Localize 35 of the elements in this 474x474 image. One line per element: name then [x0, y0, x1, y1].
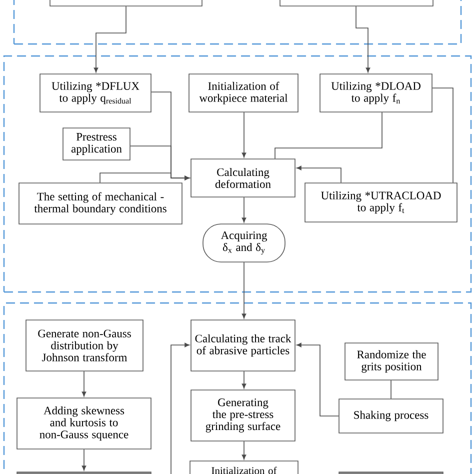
process-box: Initialization of workpiece material [188, 74, 298, 112]
arrow [242, 441, 246, 460]
process-box: Randomize the grits position [344, 342, 438, 380]
process-box [16, 472, 152, 474]
arrow [296, 342, 339, 416]
arrow [94, 6, 126, 72]
process-box: Utilizing *DLOAD to apply f$_{n}$ [320, 74, 432, 112]
arrow [82, 371, 86, 397]
arrow [356, 6, 370, 72]
process-box [338, 472, 444, 474]
process-box: Initialization of [190, 460, 298, 474]
dashed-group-frame [3, 302, 472, 474]
process-box: Shaking process [338, 398, 444, 434]
process-box: Generate non-Gauss distribution by Johnson transform [26, 320, 144, 372]
dashed-group-frame [13, 0, 462, 45]
process-box: Generating the pre-stress grinding surface [190, 390, 296, 442]
process-box: The setting of mechanical - thermal boundary conditions [18, 182, 182, 224]
arrow [242, 112, 246, 158]
arrow [170, 342, 190, 474]
process-box: Adding skewness and kurtosis to non-Gauss squence [16, 398, 152, 450]
process-box: Calculating deformation [190, 158, 296, 198]
arrow [296, 166, 342, 183]
process-box: Utilizing *DFLUX to apply q$_{residual}$ [40, 74, 152, 112]
dashed-group-frame [3, 55, 472, 293]
arrow [242, 197, 246, 223]
process-box [280, 0, 434, 6]
arrow [242, 262, 246, 319]
process-box [50, 0, 202, 6]
arrow [82, 449, 86, 471]
process-box: Prestress application [62, 128, 130, 160]
terminal-box: Acquiring δ$_{x}$ and δ$_{y}$ [202, 224, 286, 262]
arrow [242, 371, 246, 389]
process-box: Calculating the track of abrasive particles [190, 320, 296, 372]
process-box: Utilizing *UTRACLOAD to apply f$_{t}$ [304, 182, 458, 222]
arrow [100, 172, 190, 183]
